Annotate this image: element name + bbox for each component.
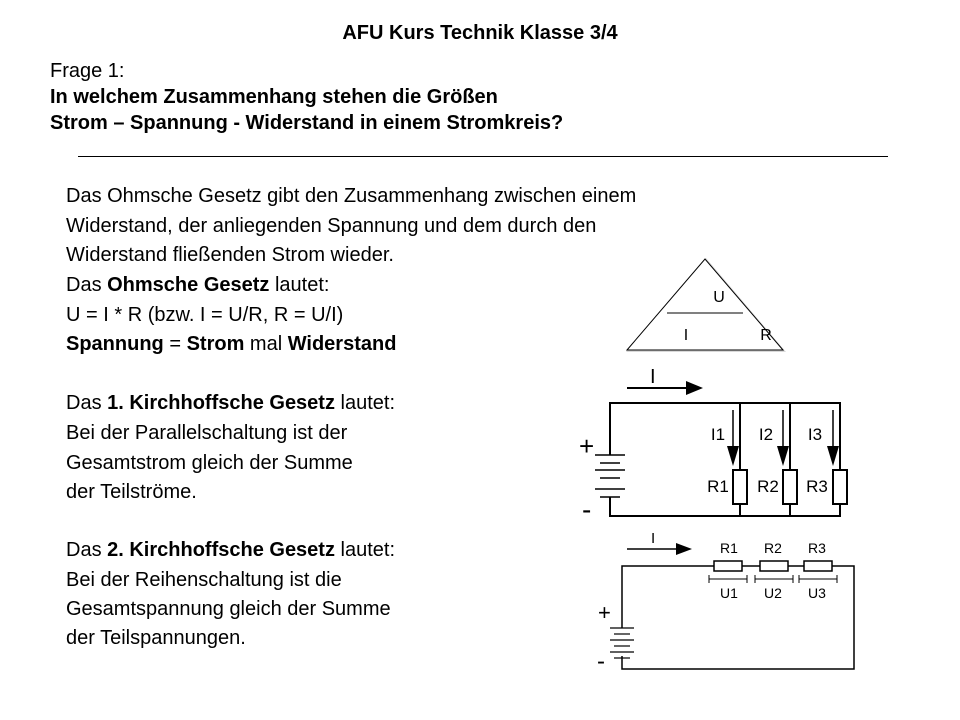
parallel-top-wire (609, 402, 841, 470)
question-label: Frage 1: (50, 60, 125, 82)
k2-bold: 2. Kirchhoffsche Gesetz (107, 539, 335, 561)
label-r1: R1 (707, 477, 729, 496)
rule-voltage: Spannung (66, 333, 164, 355)
label-r2: R2 (757, 477, 779, 496)
rule-current: Strom (186, 333, 245, 355)
question-line-1: In welchem Zusammenhang stehen die Größe… (50, 86, 498, 108)
kirchhoff2-line-2: Gesamtspannung gleich der Summe (66, 598, 391, 620)
k1-pre: Das (66, 392, 108, 414)
series-current-arrow-head (676, 543, 692, 555)
parallel-circuit (595, 381, 848, 517)
kirchhoff1-line-3: der Teilströme. (66, 481, 197, 503)
kirchhoff2-line-3: der Teilspannungen. (66, 627, 246, 649)
parallel-current-label: I (650, 366, 656, 388)
rule-times: mal (244, 333, 288, 355)
triangle-shape (625, 258, 785, 351)
rule-equals: = (163, 333, 187, 355)
series-label-u1: U1 (720, 585, 738, 601)
ohm-pre: Das (66, 274, 108, 296)
series-resistor-r3 (803, 560, 833, 572)
kirchhoff1-heading: Das 1. Kirchhoffsche Gesetz lautet: (66, 391, 395, 415)
triangle-r-label: R (760, 327, 772, 344)
kirchhoff1-line-1: Bei der Parallelschaltung ist der (66, 422, 348, 444)
label-i3: I3 (808, 425, 822, 444)
series-resistor-r1 (713, 560, 743, 572)
slide-title: AFU Kurs Technik Klasse 3/4 (342, 22, 618, 44)
voltage-markers (708, 575, 838, 583)
series-label-u2: U2 (764, 585, 782, 601)
series-resistor-r2 (759, 560, 789, 572)
series-label-r1: R1 (720, 540, 738, 556)
series-plus: + (598, 600, 611, 625)
resistor-r3 (832, 469, 848, 505)
label-i2: I2 (759, 425, 773, 444)
series-right-wire (621, 565, 855, 670)
parallel-labels: I + - I1 I2 I3 R1 R2 R3 (579, 366, 828, 525)
parallel-bottom-wire (609, 497, 841, 517)
i2-arrow-head (777, 446, 789, 466)
series-circuit (610, 543, 855, 670)
rule-resistance: Widerstand (287, 333, 397, 355)
triangle-i-label: I (684, 327, 688, 344)
series-label-u3: U3 (808, 585, 826, 601)
question-line-2: Strom – Spannung - Widerstand in einem S… (50, 112, 564, 134)
k2-post: lautet: (334, 539, 396, 561)
kirchhoff1-line-2: Gesamtstrom gleich der Summe (66, 452, 353, 474)
parallel-minus: - (582, 494, 591, 525)
parallel-battery (595, 454, 625, 498)
ohm-heading: Das Ohmsche Gesetz lautet: (66, 273, 329, 297)
k2-pre: Das (66, 539, 108, 561)
series-current-label: I (651, 530, 655, 547)
kirchhoff2-line-1: Bei der Reihenschaltung ist die (66, 569, 342, 591)
resistor-r1 (732, 469, 748, 505)
intro-line-3: Widerstand fließenden Strom wieder. (66, 244, 394, 266)
k1-bold: 1. Kirchhoffsche Gesetz (107, 392, 335, 414)
label-r3: R3 (806, 477, 828, 496)
label-i1: I1 (711, 425, 725, 444)
divider-line (78, 156, 888, 157)
series-label-r3: R3 (808, 540, 826, 556)
parallel-plus: + (579, 431, 594, 461)
triangle-u-label: U (713, 289, 725, 306)
resistor-r2 (782, 469, 798, 505)
current-arrow-head (686, 381, 703, 395)
ohm-formula: U = I * R (bzw. I = U/R, R = U/I) (66, 304, 344, 326)
series-left-wire (621, 565, 714, 628)
ohm-post: lautet: (269, 274, 330, 296)
ohm-triangle: U I R (625, 258, 786, 352)
intro-line-1: Das Ohmsche Gesetz gibt den Zusammenhang… (66, 185, 637, 207)
kirchhoff2-heading: Das 2. Kirchhoffsche Gesetz lautet: (66, 538, 395, 562)
k1-post: lautet: (334, 392, 396, 414)
ohm-bold: Ohmsche Gesetz (107, 274, 270, 296)
ohm-rule: Spannung = Strom mal Widerstand (66, 332, 396, 356)
series-label-r2: R2 (764, 540, 782, 556)
series-battery (610, 627, 634, 659)
series-minus: - (597, 648, 605, 675)
intro-line-2: Widerstand, der anliegenden Spannung und… (66, 215, 597, 237)
i3-arrow-head (827, 446, 839, 466)
i1-arrow-head (727, 446, 739, 466)
series-labels: I + - R1 R2 R3 U1 U2 U3 (597, 530, 826, 675)
